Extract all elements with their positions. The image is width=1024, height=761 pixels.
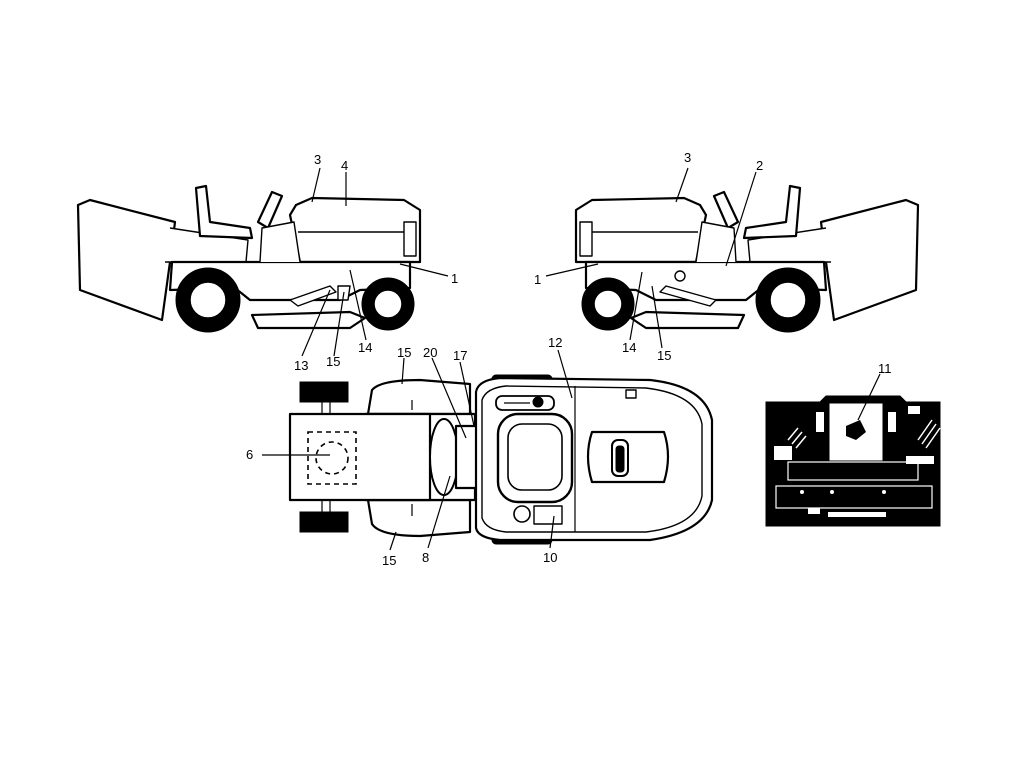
callout-13: 13 <box>294 358 308 373</box>
leader-lines <box>262 167 881 551</box>
mower-top-view <box>288 374 714 545</box>
callout-11: 11 <box>878 361 892 376</box>
callout-3-right: 3 <box>684 150 691 165</box>
callout-15-left: 15 <box>326 354 340 369</box>
dashboard-panel-view <box>765 395 941 527</box>
callout-12: 12 <box>548 335 562 350</box>
callout-10: 10 <box>543 550 557 565</box>
mower-left-side-view <box>76 184 422 333</box>
callout-3-left: 3 <box>314 152 321 167</box>
callout-8: 8 <box>422 550 429 565</box>
callout-14-left: 14 <box>358 340 372 355</box>
callout-6: 6 <box>246 447 253 462</box>
callout-1-left: 1 <box>451 271 458 286</box>
callout-2: 2 <box>756 158 763 173</box>
callout-15-right: 15 <box>657 348 671 363</box>
callout-15-bottom: 15 <box>382 553 396 568</box>
callout-14-right: 14 <box>622 340 636 355</box>
callout-1-right: 1 <box>534 272 541 287</box>
callout-20: 20 <box>423 345 437 360</box>
mower-right-side-view <box>574 184 920 333</box>
callout-4: 4 <box>341 158 348 173</box>
callout-17: 17 <box>453 348 467 363</box>
callout-labels: 3 4 1 13 15 14 3 2 1 14 15 15 20 17 12 6… <box>246 150 892 568</box>
callout-15-top: 15 <box>397 345 411 360</box>
